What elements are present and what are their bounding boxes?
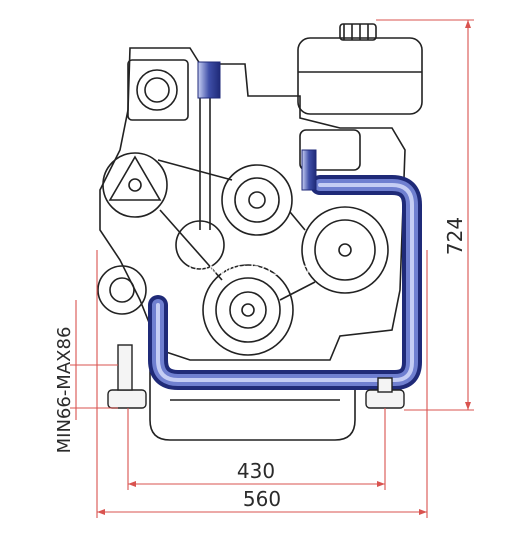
coolant-pipes xyxy=(148,61,422,390)
mount-height-range-label: MIN66-MAX86 xyxy=(54,327,75,454)
engine-body xyxy=(97,23,423,441)
dimension-lines xyxy=(70,19,474,518)
engine-block-outline xyxy=(99,47,406,361)
starter-motor xyxy=(97,265,147,315)
expansion-tank xyxy=(297,23,423,115)
left-mount xyxy=(107,389,147,409)
crank-pulley xyxy=(221,164,293,236)
water-pump-pulley xyxy=(301,206,389,294)
overall-width-label: 560 xyxy=(243,487,281,511)
right-mount xyxy=(365,389,405,409)
alternator xyxy=(102,152,168,218)
oil-pan xyxy=(149,370,356,441)
engine-mounts xyxy=(107,344,405,409)
watermark-text: http://www.bossgoo.com xyxy=(152,260,362,280)
mount-width-label: 430 xyxy=(237,459,275,483)
lower-pulley xyxy=(202,264,294,356)
height-label: 724 xyxy=(443,217,467,255)
